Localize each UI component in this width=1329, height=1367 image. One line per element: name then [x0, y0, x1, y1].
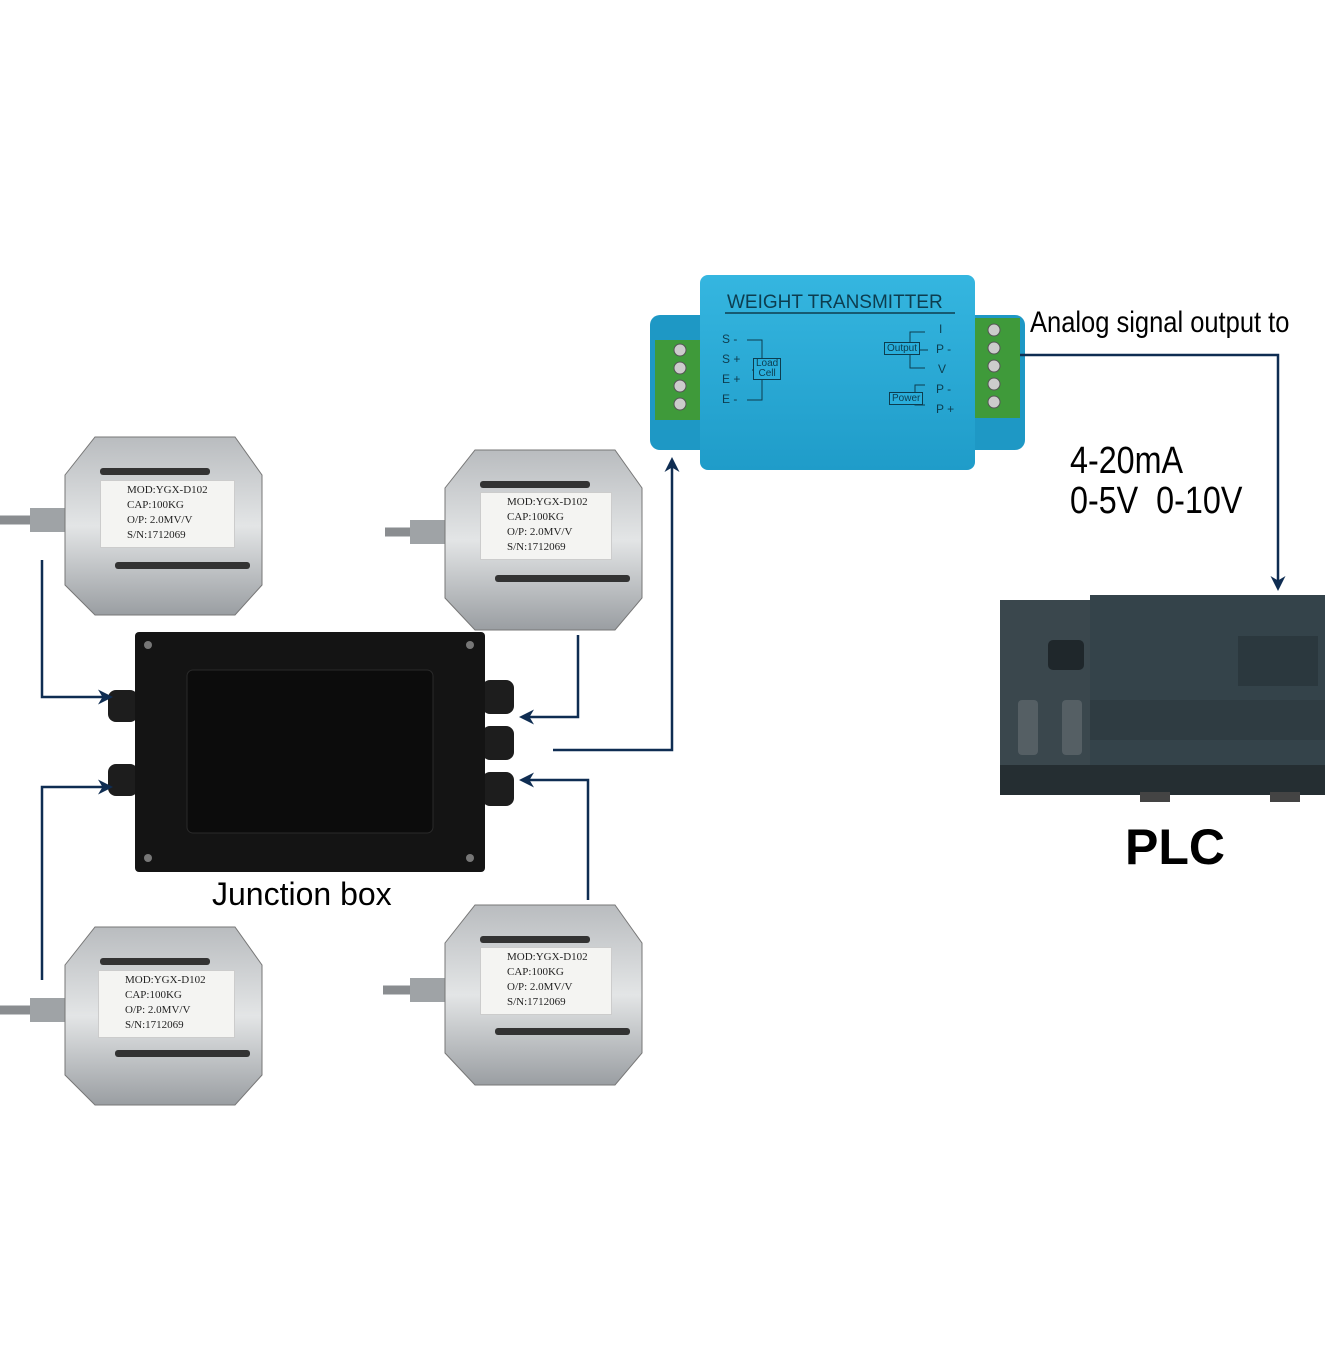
model-text: MOD:YGX-D102	[507, 496, 588, 508]
load-cell-label: MOD:YGX-D102 CAP:100KG O/P: 2.0MV/V S/N:…	[100, 480, 235, 548]
junction-box	[108, 632, 514, 872]
serial-text: S/N:1712069	[125, 1019, 184, 1031]
pin-label: S -	[722, 332, 738, 346]
pin-label: P -	[936, 382, 952, 396]
analog-output-caption: Analog signal output to	[1030, 306, 1290, 339]
pin-label: V	[938, 362, 947, 376]
capacity-text: CAP:100KG	[127, 499, 184, 511]
pin-label: S +	[722, 352, 741, 366]
model-text: MOD:YGX-D102	[125, 974, 206, 986]
pin-label: P -	[936, 342, 952, 356]
group-label-line: Load	[756, 358, 779, 369]
serial-port-icon	[1018, 700, 1038, 755]
plc-caption: PLC	[1125, 819, 1225, 875]
load-cell-label: MOD:YGX-D102 CAP:100KG O/P: 2.0MV/V S/N:…	[98, 970, 235, 1038]
pin-label: E -	[722, 392, 738, 406]
plc-device	[1000, 595, 1325, 802]
capacity-text: CAP:100KG	[507, 966, 564, 978]
load-cell-label: MOD:YGX-D102 CAP:100KG O/P: 2.0MV/V S/N:…	[480, 492, 612, 560]
output-text: O/P: 2.0MV/V	[125, 1004, 191, 1016]
group-label-line: Cell	[758, 368, 776, 379]
pin-label: E +	[722, 372, 741, 386]
output-text: O/P: 2.0MV/V	[507, 526, 573, 538]
model-text: MOD:YGX-D102	[507, 951, 588, 963]
output-group-label: Output	[884, 342, 921, 355]
voltage-range-caption: 0-5V 0-10V	[1070, 480, 1243, 522]
transmitter-title: WEIGHT TRANSMITTER	[727, 292, 943, 313]
output-text: O/P: 2.0MV/V	[127, 514, 193, 526]
weight-transmitter	[650, 275, 1025, 470]
serial-text: S/N:1712069	[507, 541, 566, 553]
serial-text: S/N:1712069	[127, 529, 186, 541]
signal-arrows	[40, 353, 1286, 980]
capacity-text: CAP:100KG	[507, 511, 564, 523]
current-range-caption: 4-20mA	[1070, 440, 1184, 482]
serial-text: S/N:1712069	[507, 996, 566, 1008]
load-cell-group-label: Load Cell	[753, 358, 782, 380]
power-group-label: Power	[889, 392, 924, 405]
load-cell-label: MOD:YGX-D102 CAP:100KG O/P: 2.0MV/V S/N:…	[480, 947, 612, 1015]
pin-label: I	[939, 322, 943, 336]
pin-label: P +	[936, 402, 955, 416]
serial-port-icon	[1062, 700, 1082, 755]
model-text: MOD:YGX-D102	[127, 484, 208, 496]
output-text: O/P: 2.0MV/V	[507, 981, 573, 993]
capacity-text: CAP:100KG	[125, 989, 182, 1001]
junction-box-caption: Junction box	[212, 876, 392, 912]
